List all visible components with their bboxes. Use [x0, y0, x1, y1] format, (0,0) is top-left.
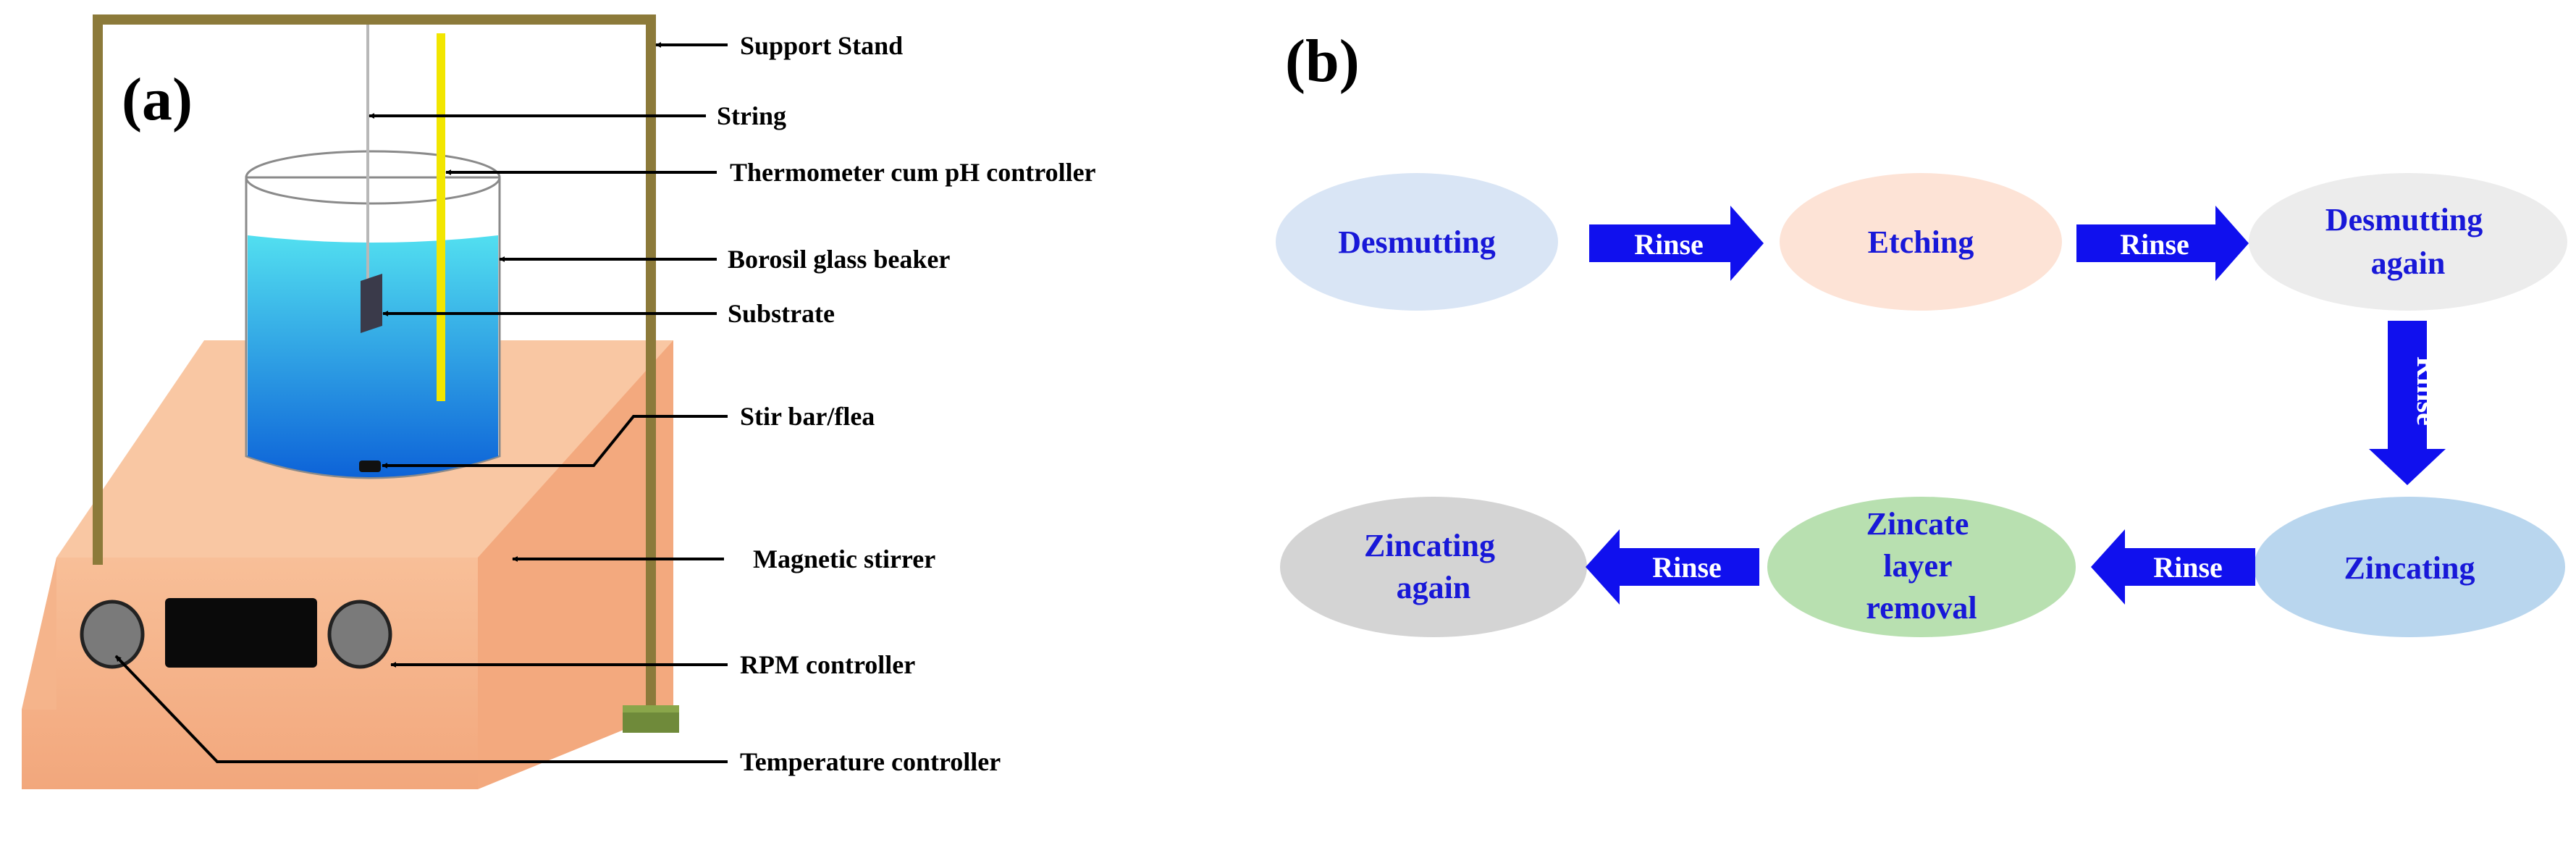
stir-bar [359, 461, 381, 472]
beaker-liquid [248, 235, 498, 477]
label-support-stand: Support Stand [740, 31, 903, 60]
panel-b-label: (b) [1285, 28, 1360, 95]
label-temperature-controller: Temperature controller [740, 747, 1001, 776]
rinse-arrow-2: Rinse [2076, 206, 2249, 281]
step-zincating-again-text: Zincating again [1364, 528, 1503, 605]
panel-a-label: (a) [122, 66, 193, 133]
panel-b: (b) Desmutting Etching Desmutting again … [1276, 28, 2567, 637]
stirrer-display [165, 598, 317, 668]
stirrer-right-face [478, 340, 673, 789]
step-etching-text: Etching [1868, 224, 1974, 260]
step-desmutting-again [2249, 173, 2567, 311]
callouts [114, 42, 728, 763]
substrate-plate [361, 274, 382, 333]
step-desmutting [1276, 173, 1558, 311]
step-etching [1780, 173, 2062, 311]
temperature-knob [80, 600, 145, 669]
stirrer-front-face [22, 558, 478, 789]
label-string: String [717, 101, 786, 130]
rinse-arrow-5: Rinse [1586, 529, 1759, 605]
step-zincating-again [1280, 497, 1587, 637]
rinse-arrow-4: Rinse [2091, 529, 2255, 605]
label-stir-bar: Stir bar/flea [740, 402, 875, 431]
label-substrate: Substrate [728, 299, 835, 328]
label-magnetic-stirrer: Magnetic stirrer [753, 545, 935, 573]
rinse-arrow-3: Rinse [2369, 321, 2446, 485]
step-zincate-removal-text: Zincate layer removal [1866, 506, 1977, 626]
step-zincate-removal [1767, 497, 2076, 637]
svg-text:Rinse: Rinse [2411, 356, 2444, 426]
step-zincating [2254, 497, 2565, 637]
panel-a: (a) Support Stand String Thermometer cum… [22, 14, 1096, 789]
label-rpm-controller: RPM controller [740, 650, 915, 679]
step-zincating-text: Zincating [2344, 550, 2475, 586]
rinse-arrow-1: Rinse [1589, 206, 1764, 281]
support-stand [93, 14, 656, 710]
label-thermometer: Thermometer cum pH controller [730, 158, 1096, 187]
svg-text:Rinse: Rinse [1634, 228, 1704, 261]
svg-text:Rinse: Rinse [2153, 551, 2223, 584]
rpm-knob [327, 600, 392, 669]
svg-text:Rinse: Rinse [2120, 228, 2189, 261]
svg-text:Rinse: Rinse [1652, 551, 1722, 584]
label-beaker: Borosil glass beaker [728, 245, 950, 274]
step-desmutting-again-text: Desmutting again [2325, 202, 2491, 281]
step-desmutting-text: Desmutting [1338, 224, 1496, 260]
thermometer-rod [437, 33, 445, 401]
